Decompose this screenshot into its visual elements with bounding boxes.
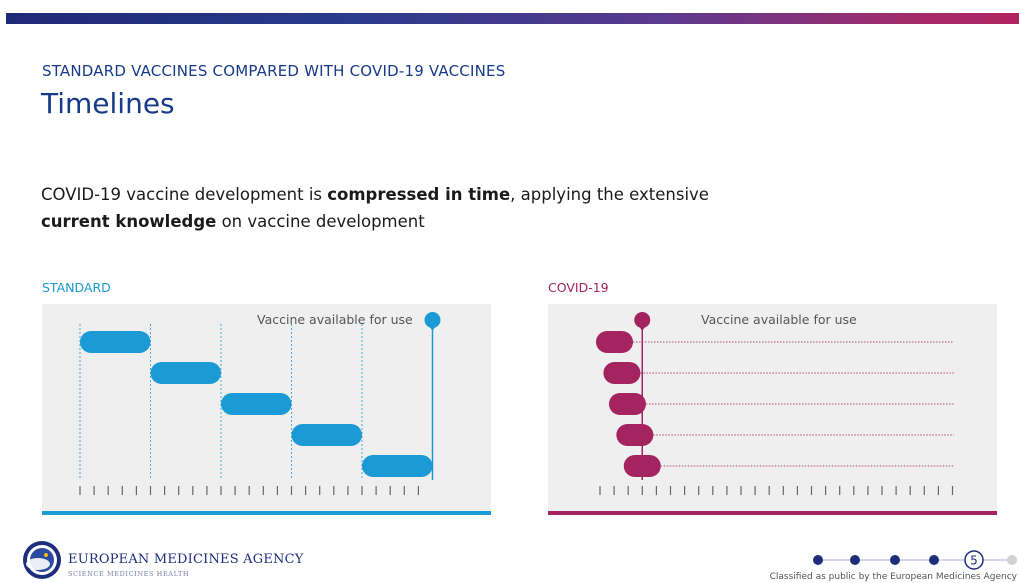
current-page-number: 5 <box>970 554 978 568</box>
phase-bar <box>596 331 633 353</box>
intro-bold1: compressed in time <box>327 185 511 204</box>
standard-availability-label: Vaccine available for use <box>257 312 413 327</box>
availability-pin-icon <box>424 312 441 328</box>
page-dot-3[interactable] <box>890 555 900 565</box>
intro-part3: on vaccine development <box>216 212 425 231</box>
page-dot-4[interactable] <box>929 555 939 565</box>
intro-part2: , applying the extensive <box>510 185 709 204</box>
slide-subtitle: STANDARD VACCINES COMPARED WITH COVID-19… <box>42 62 506 80</box>
phase-bar <box>623 455 661 477</box>
page-progress-indicator: 5 <box>813 550 1017 570</box>
covid-baseline <box>548 511 997 515</box>
intro-bold2: current knowledge <box>41 212 217 231</box>
covid-timeline-chart <box>596 312 954 495</box>
page-dot-2[interactable] <box>850 555 860 565</box>
phase-bar <box>616 424 654 446</box>
standard-timeline-chart <box>79 312 441 495</box>
phase-bar <box>150 362 221 384</box>
availability-pin-icon <box>634 312 651 328</box>
phase-bar <box>80 331 151 353</box>
current-page-marker[interactable] <box>964 550 984 570</box>
page-dot-1[interactable] <box>813 555 823 565</box>
standard-label: STANDARD <box>42 280 111 295</box>
covid-availability-label: Vaccine available for use <box>701 312 857 327</box>
agency-name: EUROPEAN MEDICINES AGENCY <box>68 552 304 567</box>
intro-part1: COVID-19 vaccine development is <box>41 185 328 204</box>
intro-text: COVID-19 vaccine development is compress… <box>41 181 741 235</box>
page-dot-6[interactable] <box>1007 555 1017 565</box>
phase-bar <box>603 362 641 384</box>
standard-timeline-panel: Vaccine available for use <box>42 304 491 515</box>
ema-logo-icon <box>23 541 61 579</box>
phase-bar <box>608 393 646 415</box>
phase-bar <box>291 424 362 446</box>
covid-timeline-panel: Vaccine available for use <box>548 304 997 515</box>
standard-baseline <box>42 511 491 515</box>
slide-title: Timelines <box>41 87 175 120</box>
agency-tagline: SCIENCE MEDICINES HEALTH <box>68 570 190 578</box>
top-gradient-bar <box>6 13 1019 24</box>
phase-bar <box>221 393 292 415</box>
classification-notice: Classified as public by the European Med… <box>769 572 1017 582</box>
availability-pin-tip <box>428 325 437 331</box>
availability-pin-tip <box>638 325 647 331</box>
covid-label: COVID-19 <box>548 280 609 295</box>
phase-bar <box>362 455 433 477</box>
